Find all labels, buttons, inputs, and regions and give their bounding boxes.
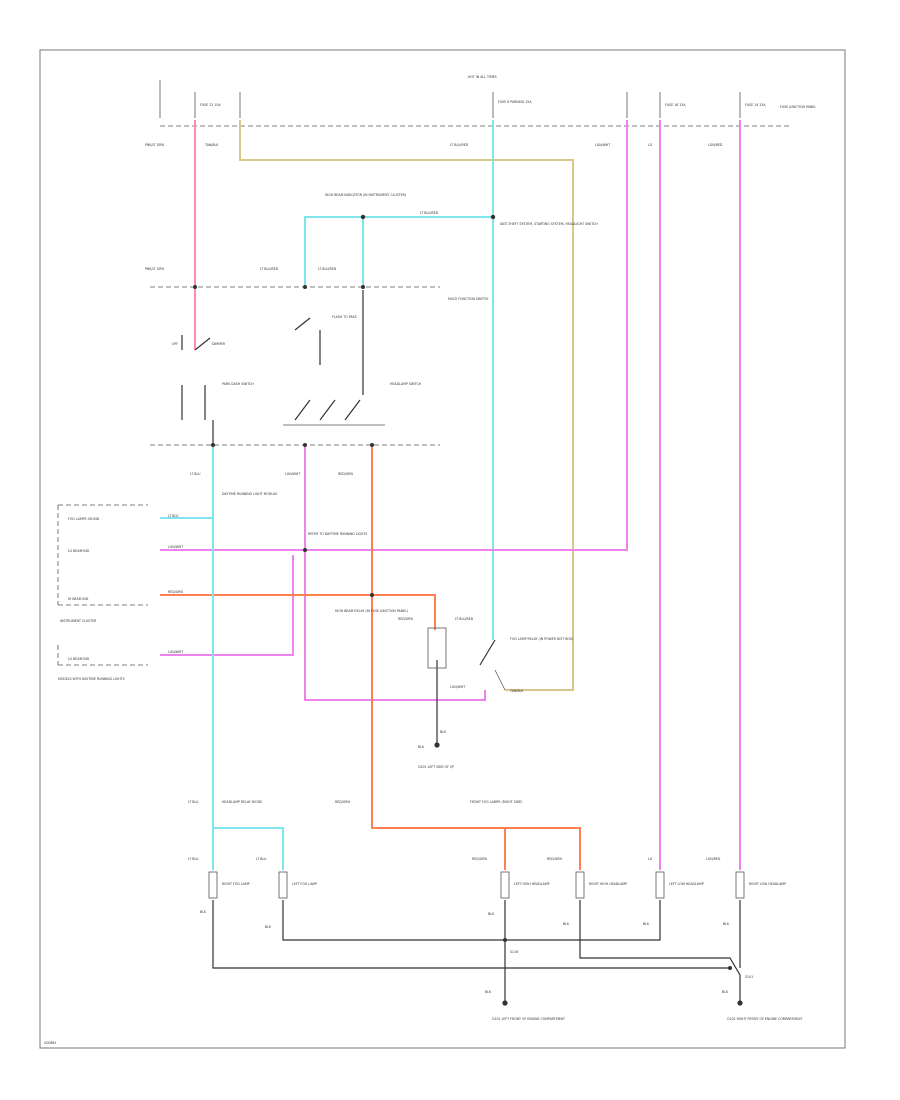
wire-label-lt-blu-red-b: LT BLU/RED	[318, 267, 337, 271]
passenger-pkr-note-label: FRONT FOG LAMPS (RIGHT SIDE)	[470, 800, 522, 804]
instrument-cluster-box	[57, 504, 148, 666]
wire-lt-blu-right	[213, 827, 284, 870]
wire-label-red-grn-b2: RED/GRN	[547, 857, 562, 861]
diagram-frame	[39, 49, 846, 1049]
wire-label-blk-2: BLK	[265, 925, 272, 929]
wire-label-red-grn-left: RED/GRN	[335, 800, 350, 804]
wire-label-lgn-wht: LGN/WHT	[595, 143, 610, 147]
splice-nodes	[193, 214, 743, 1006]
fuse-right-b-label: FUSE 14 15A	[745, 103, 766, 107]
wire-label-blk-g1: BLK	[485, 990, 492, 994]
wire-label-lt-blu-b1: LT BLU	[188, 857, 199, 861]
lh-lo-headlamp-label: LEFT LOW HEADLAMP	[669, 882, 704, 886]
lh-fog-lamp-label: LEFT FOG LAMP	[292, 882, 317, 886]
wire-label-blk-4: BLK	[563, 922, 570, 926]
wire-lgn-wht-cluster	[160, 555, 294, 656]
rh-fog-lamp-label: RIGHT FOG LAMP	[222, 882, 250, 886]
fuse-junction-panel	[159, 80, 790, 127]
wire-label-lgn-wht-mid: LGN/WHT	[285, 472, 300, 476]
wire-label-red-grn-mid: RED/GRN	[338, 472, 353, 476]
top-label: HOT IN ALL TIMES	[468, 75, 497, 79]
wire-label-blk-3: BLK	[488, 912, 495, 916]
fuse-left-label: FUSE 12 10A	[200, 103, 221, 107]
fuse-box-label: FUSE JUNCTION PANEL	[780, 105, 816, 109]
splice-s116-label: S116	[510, 950, 518, 954]
lo-beam-ind-label: LO BEAM IND	[68, 549, 90, 553]
wires	[160, 120, 741, 870]
rh-lo-headlamp-label: RIGHT LOW HEADLAMP	[749, 882, 786, 886]
dual-headlight-note-label: MODELS WITH DAYTIME RUNNING LIGHTS	[58, 677, 125, 681]
flash-to-pass-label: FLASH TO PASS	[332, 315, 357, 319]
splice-s101-label: S101	[745, 975, 753, 979]
wire-label-lt-blu-red-switch: LT BLU/RED	[420, 211, 439, 215]
wire-lt-blu-red-branch	[304, 216, 493, 287]
wire-label-lt-blu-red-a: LT BLU/RED	[260, 267, 279, 271]
wire-lgn-wht-mid	[304, 447, 486, 701]
ground-wires	[212, 660, 741, 1003]
fog-lamps-on-ind-label: FOG LAMPS ON IND	[68, 517, 100, 521]
anti-theft-label: ANTI-THEFT SYSTEM, STARTING SYSTEM, HEAD…	[500, 222, 598, 226]
off-on-label: OFF	[172, 342, 178, 346]
rh-hi-headlamp-label: RIGHT HIGH HEADLAMP	[589, 882, 627, 886]
wire-label-lgn-wht-conn: LGN/WHT	[168, 545, 183, 549]
park-dash-switch-label: PARK DASH SWITCH	[222, 382, 254, 386]
lamp-connectors	[208, 871, 745, 899]
wire-label-lgn-red-b: LGN/RED	[706, 857, 721, 861]
wire-red-grn	[371, 447, 581, 870]
wire-label-red-grn-conn: RED/GRN	[168, 590, 183, 594]
multi-function-switch	[181, 290, 385, 445]
fuse-right-a-label: FUSE 16 15A	[665, 103, 686, 107]
wire-label-lg-b: LG	[648, 857, 653, 861]
high-beam-relay	[427, 627, 506, 691]
wire-label-pnk-switch: PNK/LT GRN	[145, 267, 164, 271]
wire-label-lt-blu-red-top: LT BLU/RED	[450, 143, 469, 147]
dimmer-label: DIMMER	[212, 342, 226, 346]
hi-beam-ind-label: HI BEAM IND	[68, 597, 89, 601]
lo-beam-ind2-label: LO BEAM IND	[68, 657, 90, 661]
fog-relay-label: FOG LAMP RELAY (IN POWER DIST BOX)	[510, 637, 573, 641]
multi-function-switch-label: MULTI FUNCTION SWITCH	[448, 297, 489, 301]
wire-label-lt-blu-red-relay: LT BLU/RED	[455, 617, 474, 621]
wire-red-grn-cluster	[160, 594, 436, 630]
wire-label-tan-blk-relay: TAN/BLK	[509, 689, 524, 693]
wire-label-blk-ground: BLK	[418, 745, 425, 749]
ground-g102-label: G102 RIGHT FRONT OF ENGINE COMPARTMENT	[727, 1017, 802, 1021]
hi-beam-relay-label: HIGH BEAM RELAY (IN FUSE JUNCTION PANEL)	[335, 609, 408, 613]
instrument-cluster-label: INSTRUMENT CLUSTER	[60, 619, 97, 623]
wire-label-pnk-top: PNK/LT GRN	[145, 143, 164, 147]
wire-label-lgn-wht-conn2: LGN/WHT	[168, 650, 183, 654]
wire-label-lt-blu-left: LT BLU	[188, 800, 199, 804]
figure-code: G00881	[44, 1041, 57, 1045]
wire-label-lgn-wht-relay: LGN/WHT	[450, 685, 465, 689]
fuse-center-label: FUSE 8 PARKING 15A	[498, 100, 532, 104]
wire-label-blk-relay: BLK	[440, 730, 447, 734]
wire-label-lgn-red: LGN/RED	[708, 143, 723, 147]
main-relay-note-label: REFER TO DAYTIME RUNNING LIGHTS	[308, 532, 367, 536]
hi-beam-indicator-label: HIGH BEAM INDICATOR (IN INSTRUMENT CLUST…	[325, 193, 406, 197]
lh-hi-headlamp-label: LEFT HIGH HEADLAMP	[514, 882, 550, 886]
wire-label-lg: LG	[648, 143, 653, 147]
wire-label-blk-5: BLK	[643, 922, 650, 926]
wire-lgn-wht	[160, 120, 628, 551]
wire-label-lt-blu-conn: LT BLU	[168, 514, 179, 518]
wire-tan-blk	[239, 120, 574, 691]
wire-label-red-grn-b1: RED/GRN	[472, 857, 487, 861]
wire-label-blk-g2: BLK	[722, 990, 729, 994]
wire-label-blk-1: BLK	[200, 910, 207, 914]
wire-label-lt-blu-mid: LT BLU	[190, 472, 201, 476]
wire-label-red-grn-relay: RED/GRN	[398, 617, 413, 621]
main-relay-box-label: HEADLAMP RELAY DIODE	[222, 800, 262, 804]
wire-label-tan-blk: TAN/BLK	[204, 143, 219, 147]
headlamp-switch-label: HEADLAMP SWITCH	[390, 382, 422, 386]
wire-label-lt-blu-b2: LT BLU	[256, 857, 267, 861]
wire-label-blk-6: BLK	[723, 922, 730, 926]
daytime-running-light-module-label: DAYTIME RUNNING LIGHT MODULE	[222, 492, 277, 496]
ground-g101-label: G101 LEFT FRONT OF ENGINE COMPARTMENT	[492, 1017, 565, 1021]
ground-relay-label: G201 LEFT SIDE OF I/P	[418, 765, 454, 769]
